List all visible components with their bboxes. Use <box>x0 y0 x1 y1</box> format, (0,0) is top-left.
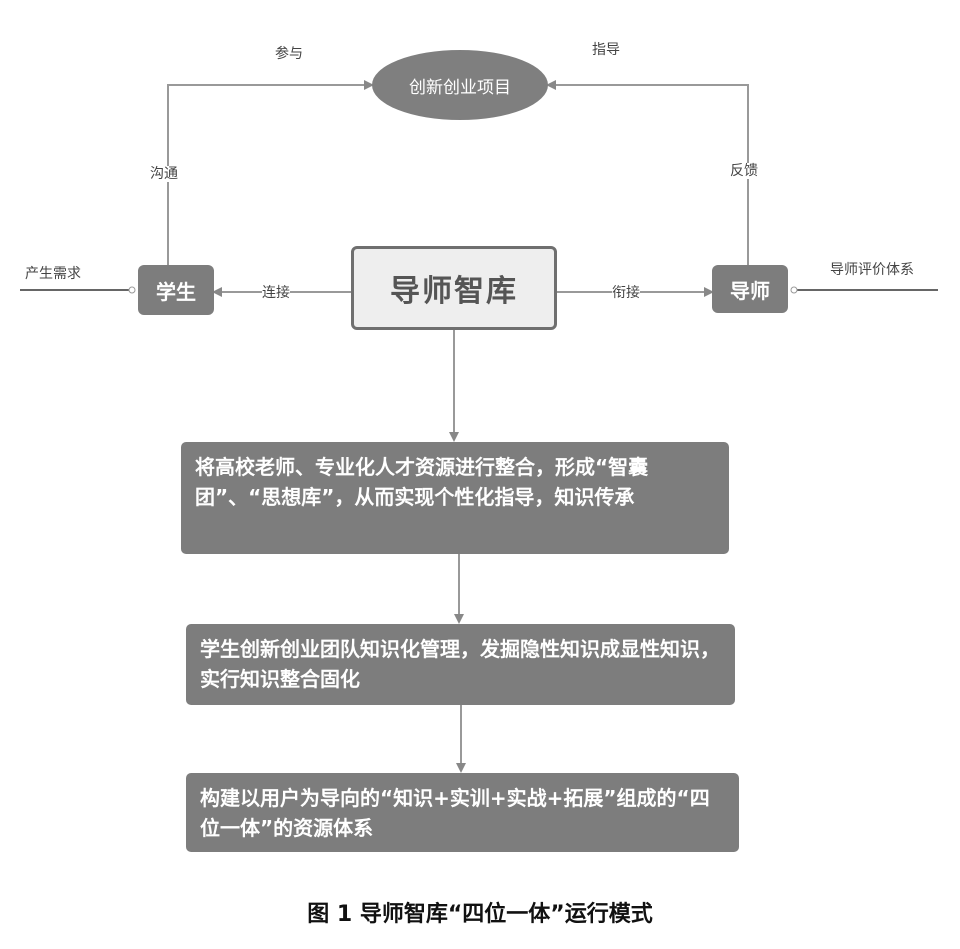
figure-caption: 图 1 导师智库“四位一体”运行模式 <box>307 902 653 927</box>
label-evaluation: 导师评价体系 <box>830 262 914 278</box>
edge-student-to-project <box>167 80 374 265</box>
label-coordinate: 沟通 <box>150 166 178 182</box>
step-box-2: 学生创新创业团队知识化管理，发掘隐性知识成显性知识，实行知识整合固化 <box>186 624 735 705</box>
step-text-2: 学生创新创业团队知识化管理，发掘隐性知识成显性知识，实行知识整合固化 <box>200 637 720 691</box>
node-project: 创新创业项目 <box>372 50 548 120</box>
label-demand: 产生需求 <box>25 266 81 282</box>
step-text-1: 将高校老师、专业化人才资源进行整合，形成“智囊团”、“思想库”，从而实现个性化指… <box>195 455 649 509</box>
step-box-3: 构建以用户为导向的“知识+实训+实战+拓展”组成的“四位一体”的资源体系 <box>186 773 739 852</box>
label-connect-mentor: 衔接 <box>612 285 640 301</box>
node-mentor-think-tank: 导师智库 <box>351 246 557 330</box>
node-student: 学生 <box>138 265 214 315</box>
step-text-3: 构建以用户为导向的“知识+实训+实战+拓展”组成的“四位一体”的资源体系 <box>200 786 710 840</box>
label-participate: 参与 <box>275 46 303 62</box>
step-box-1: 将高校老师、专业化人才资源进行整合，形成“智囊团”、“思想库”，从而实现个性化指… <box>181 442 729 554</box>
label-connect-student: 连接 <box>262 285 290 301</box>
label-feedback: 反馈 <box>730 163 758 179</box>
node-mentor: 导师 <box>712 265 788 313</box>
label-guide: 指导 <box>592 42 620 58</box>
edge-mentor-to-project <box>546 80 749 265</box>
